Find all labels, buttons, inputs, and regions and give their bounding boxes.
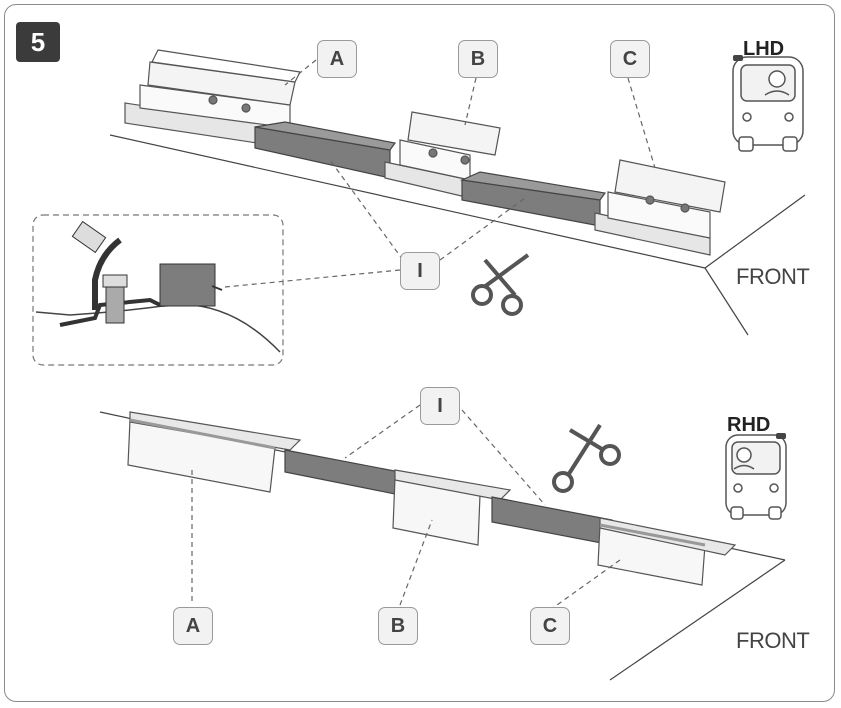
step-badge: 5 <box>16 22 60 62</box>
top-gasket-2 <box>459 171 607 227</box>
callout-c-top: C <box>610 40 650 78</box>
bottom-leader-lines <box>191 404 621 611</box>
scissors-icon <box>471 253 530 316</box>
vehicle-rear-lhd-icon <box>732 55 804 152</box>
bottom-rail-b <box>392 469 512 546</box>
vehicle-rear-rhd-icon <box>725 433 787 520</box>
bottom-rail-c <box>597 517 737 586</box>
step-frame <box>4 4 835 702</box>
top-roof-outline <box>109 134 806 336</box>
callout-c-bottom: C <box>530 607 570 645</box>
bottom-rail-a <box>127 411 302 493</box>
callout-b-top: B <box>458 40 498 78</box>
top-rail-c <box>594 159 726 256</box>
rhd-label: RHD <box>727 414 771 436</box>
front-label-bottom: FRONT <box>736 628 810 653</box>
bottom-gasket-1 <box>284 449 401 496</box>
top-leader-lines <box>224 59 656 288</box>
bottom-gasket-2 <box>491 496 613 546</box>
callout-a-bottom: A <box>173 607 213 645</box>
callout-b-bottom: B <box>378 607 418 645</box>
inset-detail <box>32 214 284 366</box>
callout-i-top: I <box>400 252 440 290</box>
callout-a-top: A <box>317 40 357 78</box>
callout-i-bottom: I <box>420 387 460 425</box>
front-label-top: FRONT <box>736 264 810 289</box>
lhd-label: LHD <box>743 38 785 60</box>
top-gasket-1 <box>254 121 397 179</box>
scissors-icon <box>552 423 621 493</box>
